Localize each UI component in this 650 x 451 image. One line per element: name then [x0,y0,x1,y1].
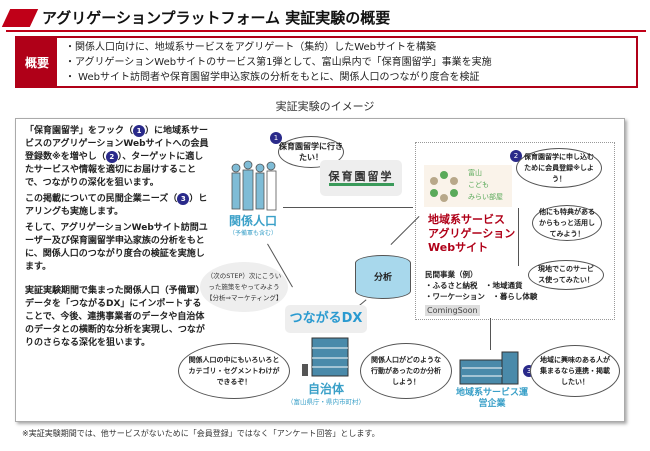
summary-label: 概要 [17,38,57,86]
logo-text: 富山 [468,169,482,177]
text: ）に地域系サービスのアグリゲーションWebサイトへの会員登録数※を増やし（ [25,126,209,162]
summary-box: 概要 ・関係人口向けに、地域系サービスをアグリゲート（集約）したWebサイトを構… [15,36,638,88]
kankei-label: 関係人口 [228,214,277,228]
web-title-line: Webサイト [428,241,489,254]
left-text: 「保育園留学」をフック（1）に地域系サービスのアグリゲーションWebサイトへの会… [25,125,210,274]
hoikuen-text: 保育園留学 [328,170,394,186]
page-title: アグリゲーションプラットフォーム 実証実験の概要 [42,9,391,27]
title-mark [1,9,39,27]
text: 「保育園留学」をフック（ [25,126,134,136]
text: ）、ターゲットに適したサービスや情報を適切にお届けすることで、つながりの深化を狙… [25,152,204,188]
bubble-3: 地域に興味のある人が集まるなら連携・掲載したい！ [530,345,620,397]
bunseki-cylinder: 分析 [355,255,411,299]
badge-1: 1 [270,132,282,144]
summary-item: ・関係人口向けに、地域系サービスをアグリゲート（集約）したWebサイトを構築 [65,42,437,53]
minkan-list: 民間事業（例） ・ふるさと納税 ・地域通貨 ・ワーケーション ・暮らし体験 [425,269,537,302]
web-title-line: 地域系サービス [428,213,505,226]
hoikuen-logo: 保育園留学 [320,160,402,196]
bubble-genchi: 現地でこのサービス使ってみたい！ [528,260,604,290]
bubble-left: 関係人口の中にもいろいろとカテゴリ・セグメントわけができるぞ！ [178,343,290,399]
bubble-mid: 関係人口がどのような行動があったのか分析しよう！ [360,343,452,399]
text: この掲載についての民間企業ニーズ（ [25,194,178,204]
badge-3: 3 [177,193,190,205]
arrow [518,208,519,266]
image-title: 実証実験のイメージ [275,100,375,113]
summary-item: ・ Webサイト訪問者や保育園留学申込家族の分析をもとに、関係人口のつながり度合… [65,72,480,83]
building-icon [302,337,349,377]
summary-item: ・アグリゲーションWebサイトのサービス第1弾として、富山県内で「保育園留学」事… [65,57,492,68]
logo: 富山 こども みらい部屋 [424,165,512,207]
minkan-item: ・ふるさと納税 ・地域通貨 [425,281,523,290]
flower-icon [430,171,458,202]
arrow [283,207,413,208]
web-title-line: アグリゲーション [428,227,516,240]
minkan-title: 民間事業（例） [425,270,478,279]
arrow [490,318,491,350]
text: そして、アグリゲーションWebサイト訪問ユーザー及び保育園留学申込家族の分析をも… [25,223,208,272]
left-text-2: 実証実験期間で集まった関係人口（予備軍）データを「つながるDX」にインポートする… [25,286,205,348]
bubble-tokuten: 他にも特典があるからもっと活用してみよう！ [532,205,602,241]
divider [6,30,646,32]
text: ）ヒアリングも実施します。 [25,194,208,217]
dx-logo: つながるDX [285,305,367,333]
minkan-item: ・ワーケーション ・暮らし体験 [425,292,538,301]
kankei-sub: （予備軍も含む） [228,230,277,237]
footnote: ※実証実験期間では、他サービスがないために「会員登録」ではなく「アンケート回答」… [22,429,380,438]
jichitai-sub: （富山県庁・県内市町村） [287,398,365,406]
kigyo-label: 地域系サービス運営企業 [456,388,529,409]
people-icon [231,160,277,211]
badge-1: 1 [133,125,146,137]
diagram-frame [15,118,625,422]
bubble-2: 保育園留学に申し込むために会員登録※しよう！ [516,148,602,188]
bubble-step: （次のSTEP）次にこういった施策をやってみよう【分析⇒マーケティング】 [200,262,288,312]
badge-2: 2 [105,151,118,163]
coming-soon: ComingSoon [425,305,480,316]
web-box [415,142,615,320]
company-building-icon [459,351,519,385]
web-title: 地域系サービス アグリゲーション Webサイト [428,213,515,255]
jichitai-label: 自治体 [307,382,344,396]
logo-text: みらい部屋 [468,193,503,201]
logo-text: こども [468,181,489,189]
